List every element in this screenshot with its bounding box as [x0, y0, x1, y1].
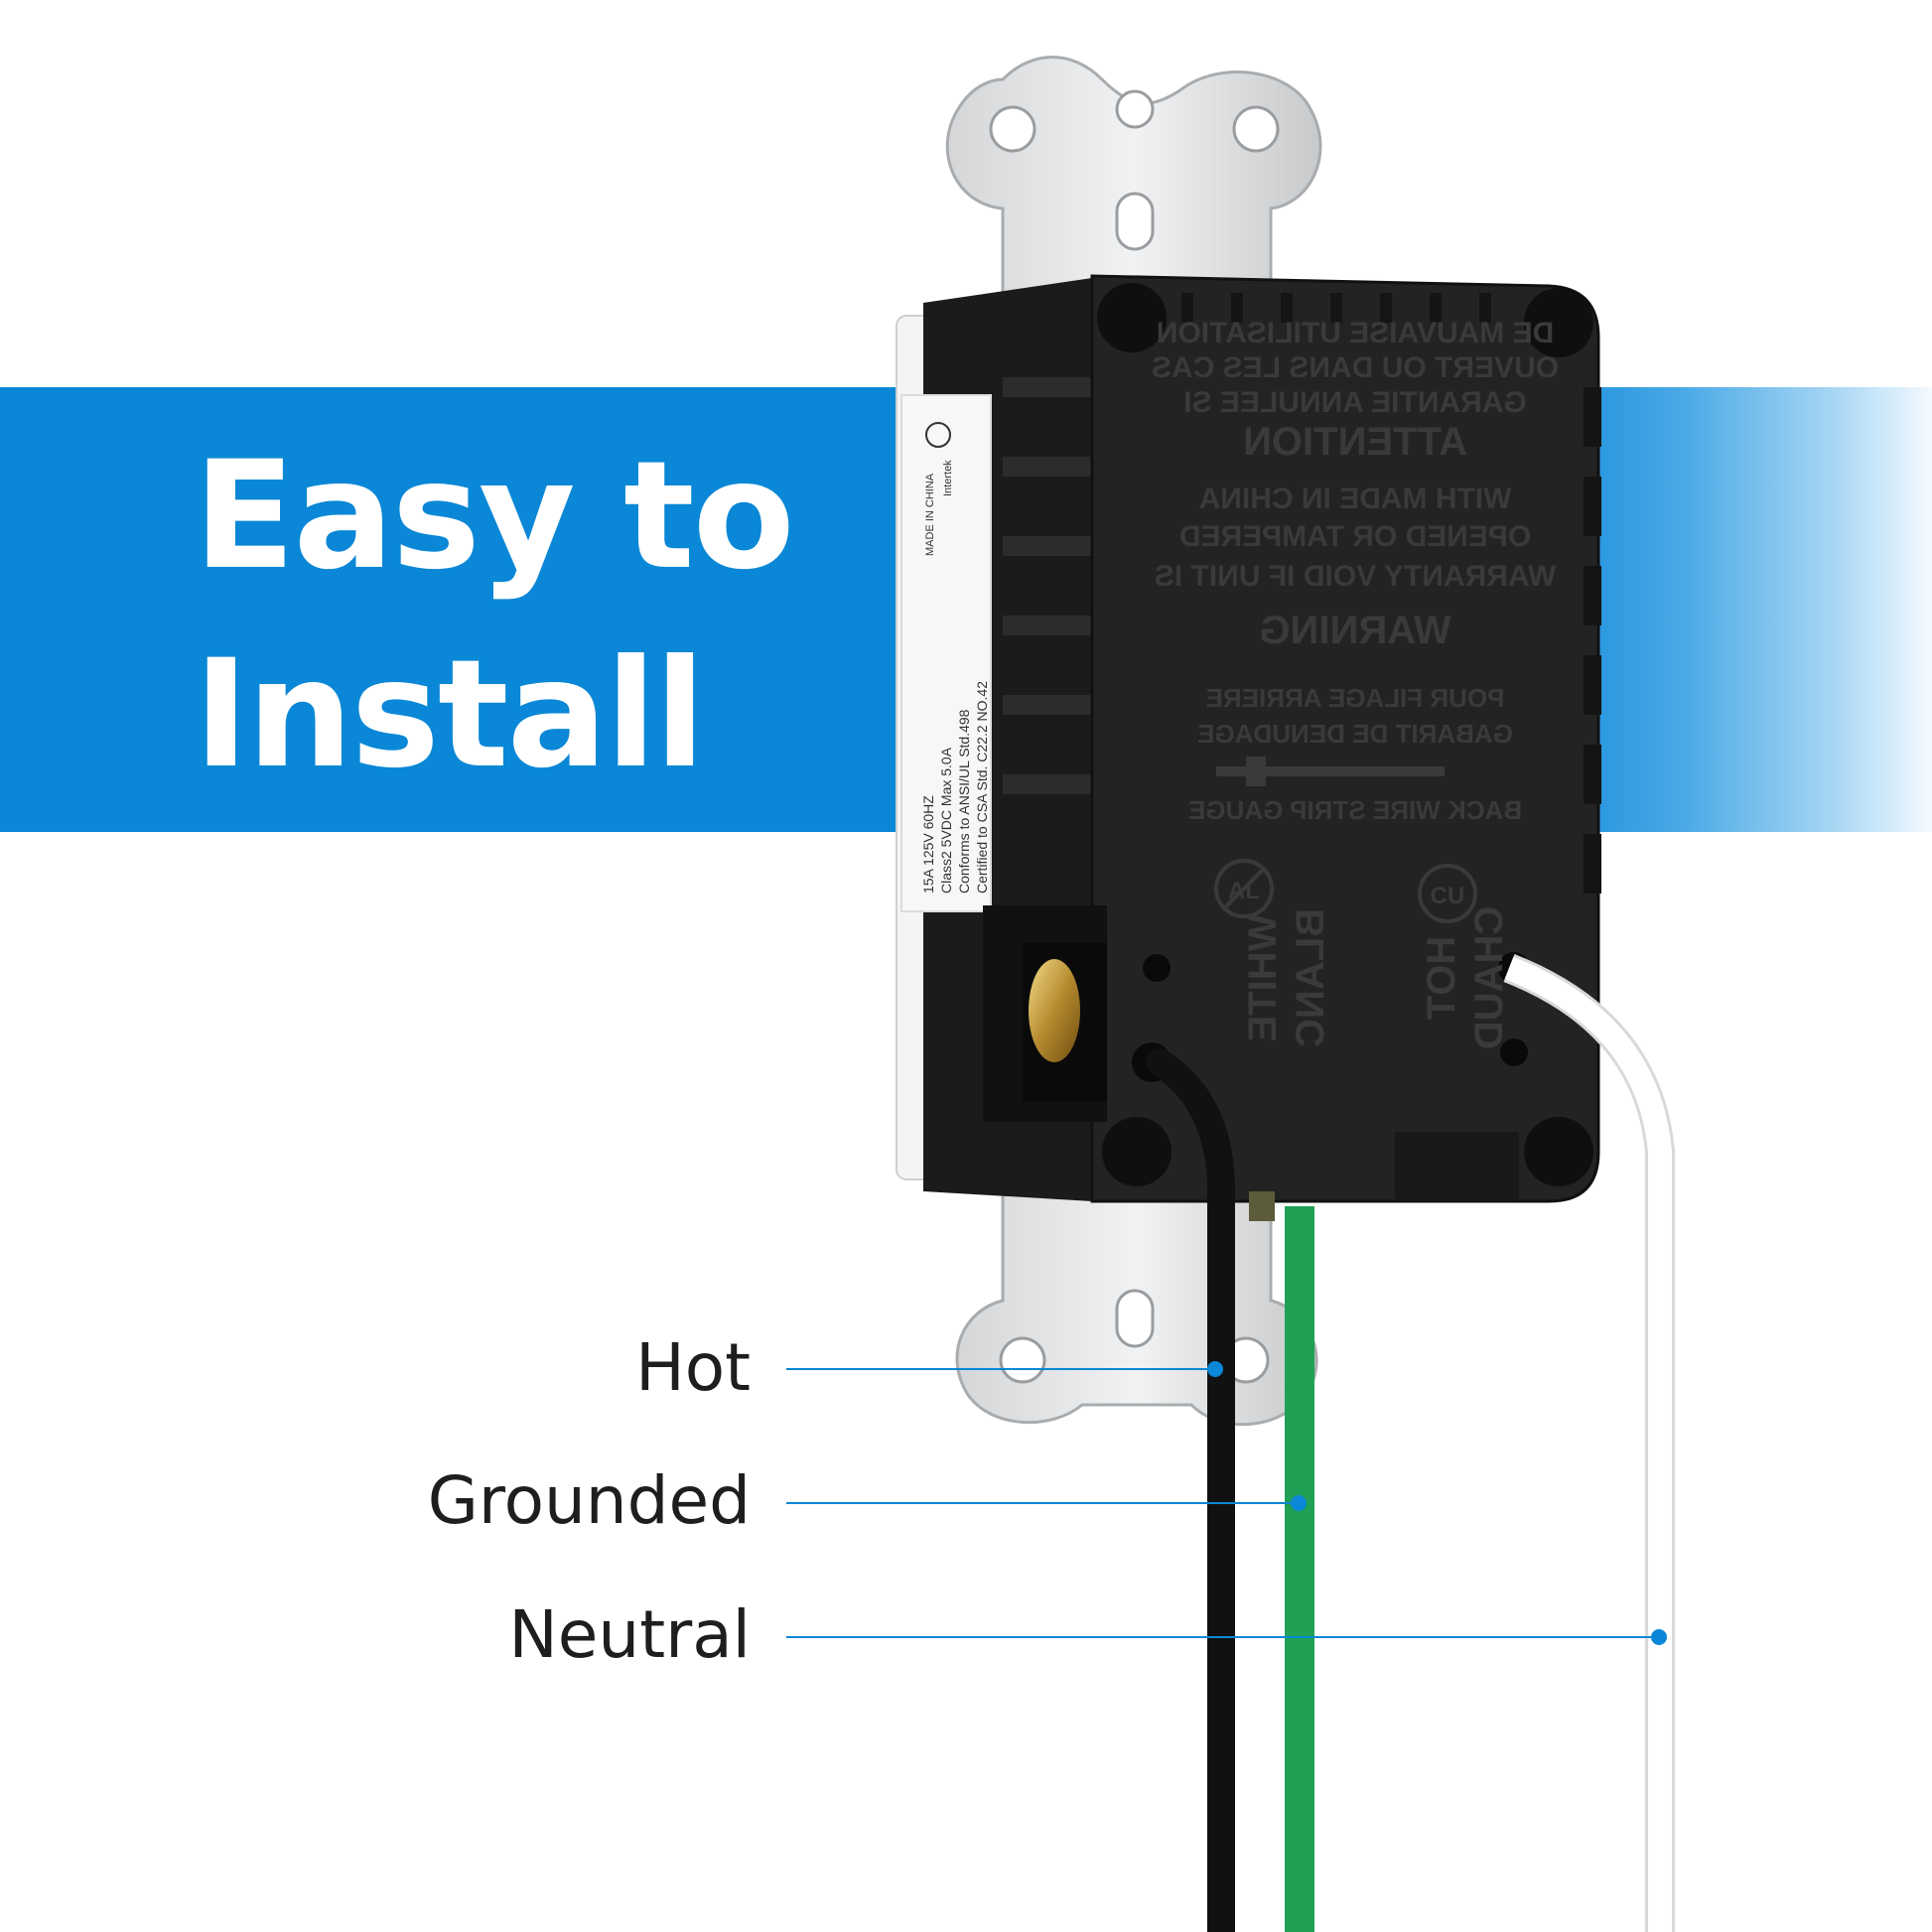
grounded-wire-label: Grounded — [427, 1462, 751, 1539]
side-label-made-in: MADE IN CHINA — [924, 473, 936, 556]
warning-line-1: WARRANTY VOID IF UNIT IS — [1155, 560, 1556, 593]
ground-terminal-icon — [1249, 1191, 1275, 1221]
attention-line-2: OUVERT OU DANS LES CAS — [1152, 351, 1559, 384]
neutral-leader-line — [786, 1636, 1652, 1638]
grounded-leader-line — [786, 1502, 1293, 1504]
attention-line-3: DE MAUVAISE UTILISATION — [1157, 317, 1555, 349]
embossed-text: DE MAUVAISE UTILISATION OUVERT OU DANS L… — [1152, 317, 1559, 1049]
headline-line-2: Install — [194, 628, 706, 801]
neutral-wire-label: Neutral — [508, 1596, 751, 1673]
mounting-strap-top — [945, 56, 1322, 300]
attention-title: ATTENTION — [1243, 420, 1467, 464]
grounded-leader-dot — [1291, 1495, 1307, 1511]
hot-wire — [1146, 1048, 1235, 1932]
terminal-screw-icon — [1029, 959, 1080, 1062]
terminal-cu: CU — [1431, 883, 1465, 909]
copper-only-icon — [1418, 864, 1477, 923]
hot-wire-label: Hot — [635, 1329, 751, 1406]
side-label: 15A 125V 60HZ Class2 5VDC Max 5.0A Confo… — [900, 394, 992, 912]
neutral-wire — [1504, 956, 1672, 1932]
gauge-fr-line-2: POUR FILAGE ARRIERE — [1206, 683, 1505, 713]
side-label-line-1: 15A 125V 60HZ — [920, 795, 936, 894]
gradient-banner — [1549, 387, 1932, 832]
hot-leader-line — [786, 1368, 1215, 1370]
no-aluminum-icon — [1214, 859, 1274, 918]
receptacle-back-housing — [983, 274, 1601, 1203]
certification-mark-icon — [925, 422, 951, 448]
terminal-white-fr: BLANC — [1289, 908, 1332, 1047]
gauge-fr-line-1: GABARIT DE DENUDAGE — [1197, 719, 1513, 749]
attention-line-1: GARANTIE ANNULEE SI — [1183, 386, 1527, 419]
terminal-hot-fr: CHAUD — [1467, 906, 1511, 1049]
neutral-leader-dot — [1651, 1629, 1667, 1645]
terminal-white-en: WHITE — [1241, 914, 1285, 1042]
side-label-line-2: Class2 5VDC Max 5.0A — [938, 747, 954, 894]
side-label-line-4: Certified to CSA Std. C22.2 NO.42 — [974, 681, 990, 894]
terminal-al: AL — [1228, 878, 1260, 904]
warning-title: WARNING — [1259, 609, 1450, 652]
terminal-hot-en: HOT — [1420, 936, 1463, 1020]
side-label-line-3: Conforms to ANSI/UL Std.498 — [956, 709, 972, 894]
hot-leader-dot — [1207, 1361, 1223, 1377]
headline: Easy to Install — [194, 417, 795, 814]
headline-banner — [0, 387, 898, 832]
warning-line-2: OPENED OR TAMPERED — [1179, 520, 1531, 553]
gauge-en: BACK WIRE STRIP GAUGE — [1188, 795, 1522, 825]
headline-line-1: Easy to — [194, 430, 795, 603]
warning-line-3: WITH MADE IN CHINA — [1199, 483, 1512, 515]
side-label-cert: Intertek — [942, 460, 954, 496]
